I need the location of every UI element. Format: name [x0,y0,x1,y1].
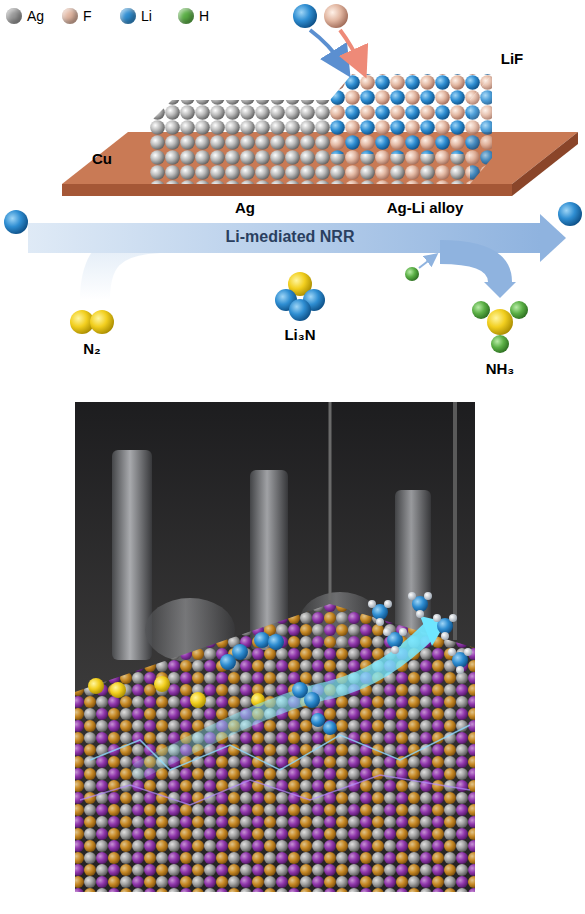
molecule-label: Li₃N [284,326,315,344]
legend-swatch [120,8,136,24]
legend-swatch [62,8,78,24]
layer-label: LiF [501,50,524,68]
region-label: Ag [235,199,255,217]
legend-entry: Ag [6,8,44,24]
legend-entry: F [62,8,92,24]
legend-swatch [178,8,194,24]
legend-text: Li [141,8,152,24]
legend-text: F [83,8,92,24]
molecule-label: NH₃ [486,360,515,378]
region-label: Ag-Li alloy [387,199,464,217]
substrate-label: Cu [92,150,112,168]
legend-entry: Li [120,8,152,24]
process-label: Li-mediated NRR [226,228,355,246]
legend-text: H [199,8,209,24]
legend-text: Ag [27,8,44,24]
legend-entry: H [178,8,209,24]
legend-swatch [6,8,22,24]
molecule-label: N₂ [83,340,101,358]
